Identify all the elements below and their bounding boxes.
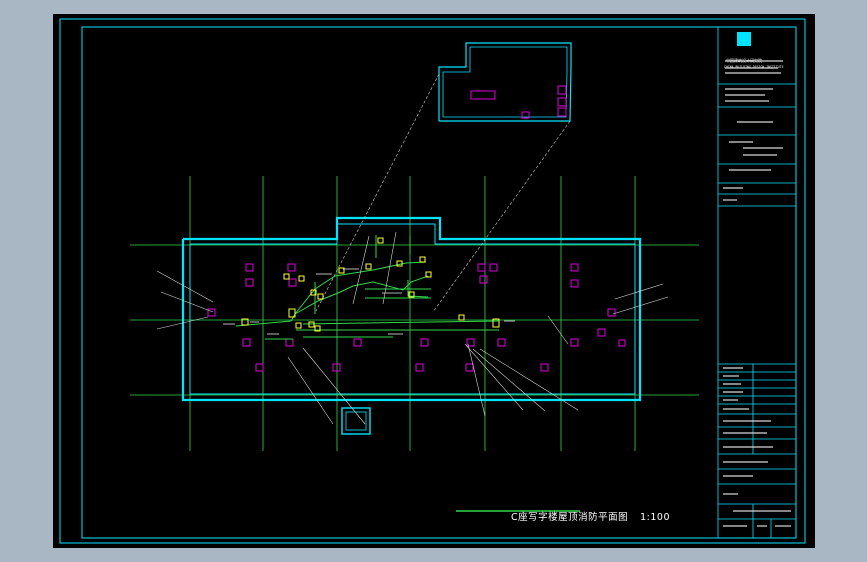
title-block <box>717 27 796 538</box>
stair-hatch <box>341 407 371 435</box>
roof-outline <box>181 216 642 435</box>
company-name-cn: 中国建筑设计研究院 <box>726 58 762 63</box>
fire-alarm-wiring <box>235 235 500 340</box>
detail-equipment <box>470 85 567 119</box>
detail-enlargement <box>438 42 572 122</box>
plan-label-strokes <box>223 268 515 335</box>
roof-equipment <box>207 263 626 372</box>
plan-title: C座写字楼屋顶消防平面图 1:100 <box>511 509 670 523</box>
leader-lines <box>156 231 669 425</box>
fire-protection-plan-drawing <box>59 18 806 544</box>
company-logo <box>737 32 751 46</box>
fire-detectors <box>241 237 500 332</box>
plan-scale: 1:100 <box>640 512 671 523</box>
company-name-en: CHINA BUILDING DESIGN INSTITUTE <box>724 65 784 69</box>
plan-title-text: C座写字楼屋顶消防平面图 <box>511 512 629 523</box>
axis-grid-lines <box>130 176 699 451</box>
cad-viewport[interactable]: C座写字楼屋顶消防平面图 1:100 中国建筑设计研究院 CHINA BUILDI… <box>53 14 815 548</box>
inner-frame <box>81 26 797 539</box>
title-block-text-lines <box>723 60 791 527</box>
detail-leader-lines <box>315 73 571 313</box>
outer-frame <box>59 18 806 544</box>
